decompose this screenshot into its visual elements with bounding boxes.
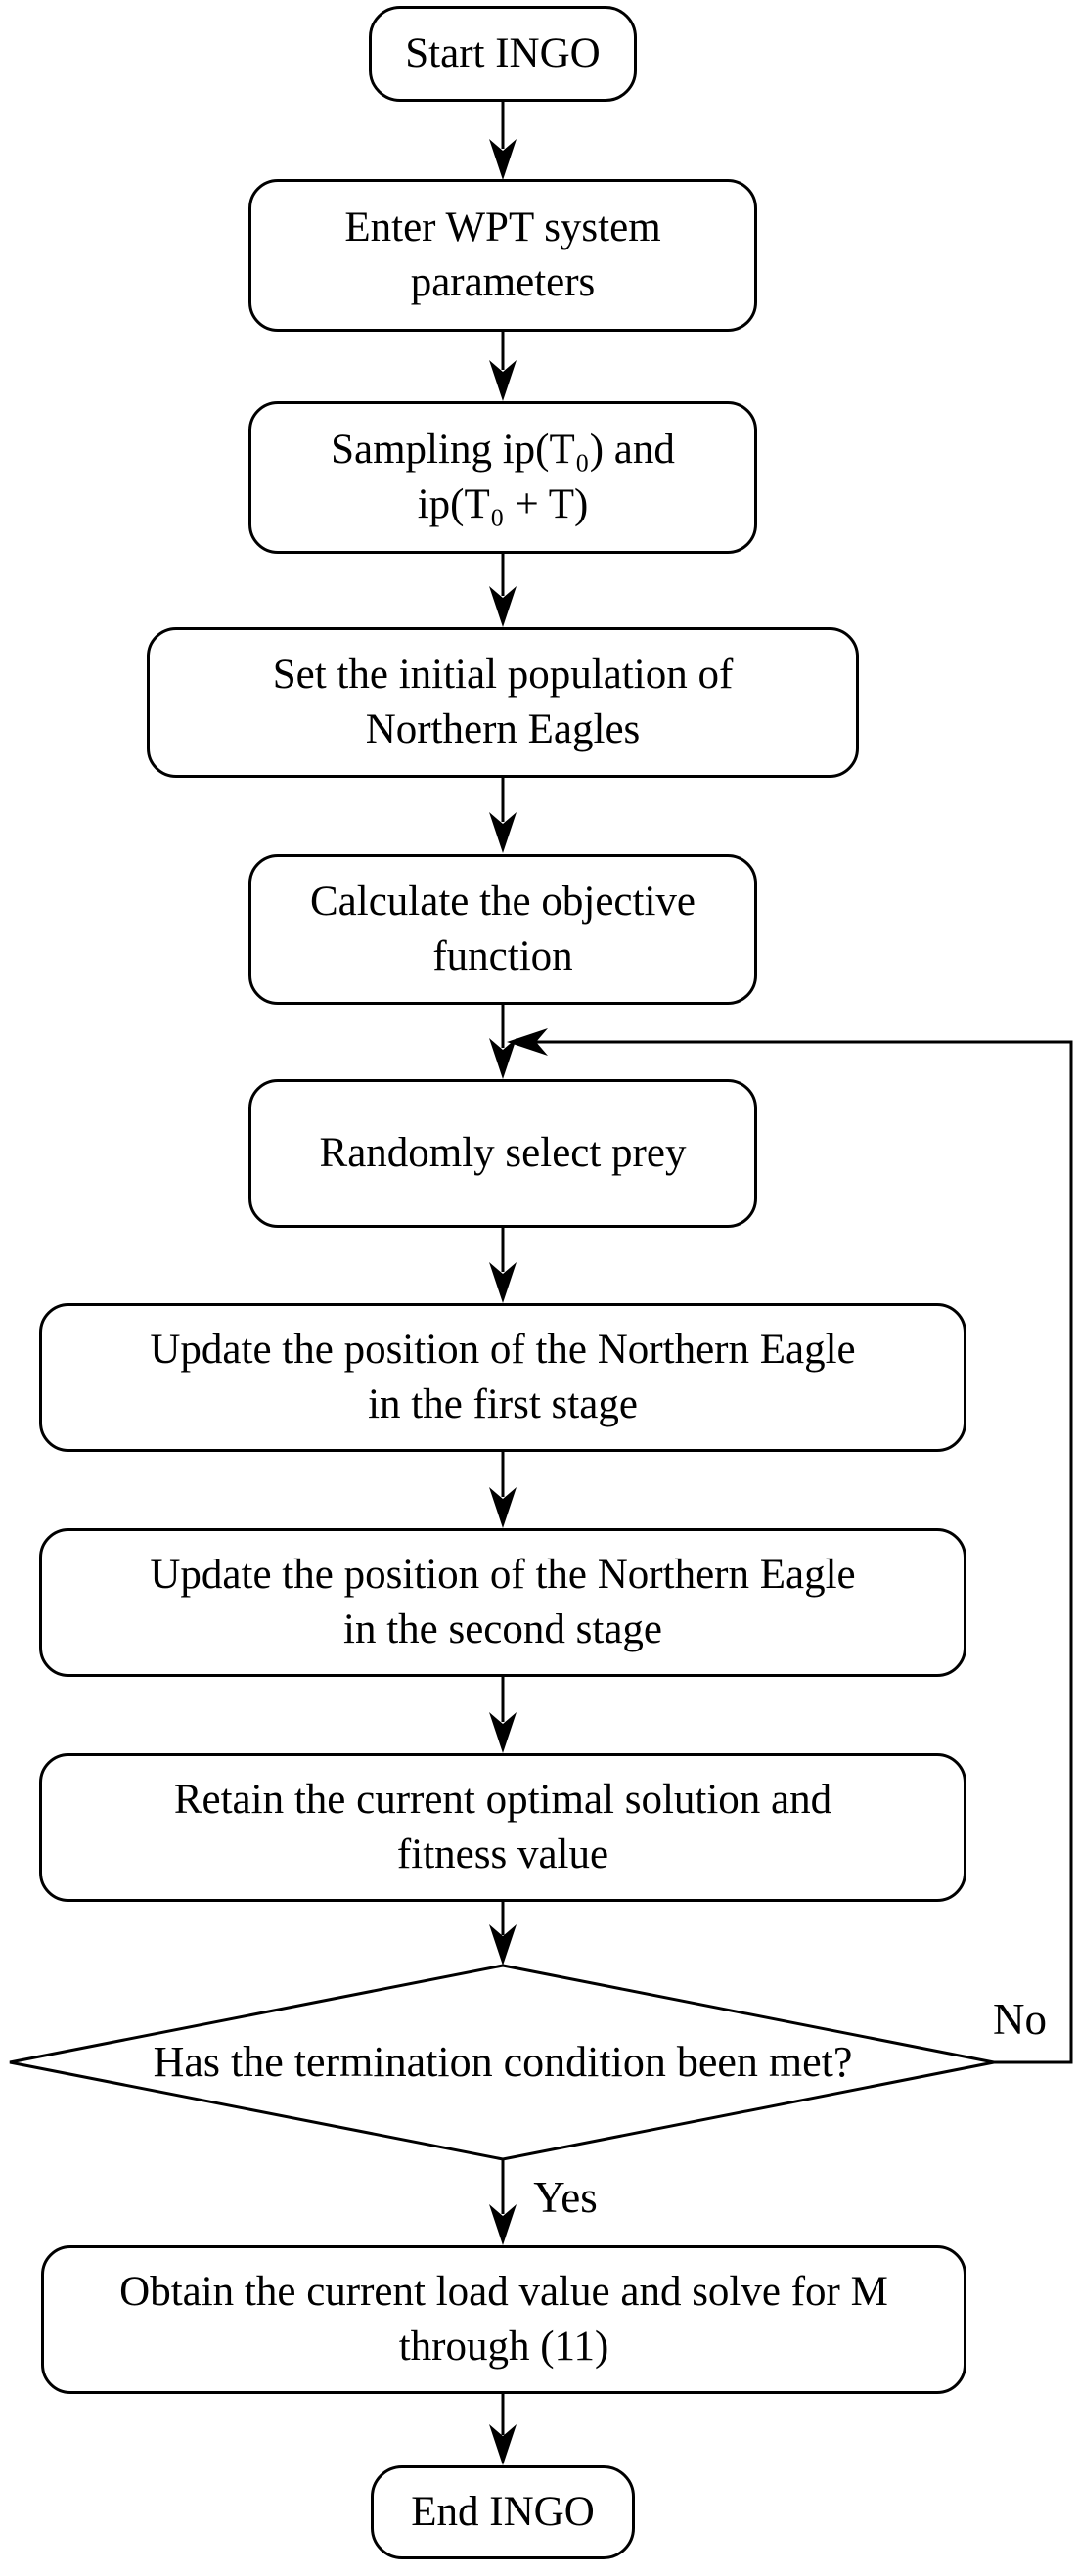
arrow-retain-to-decision <box>489 1902 517 1966</box>
arrow-objective-to-selectprey <box>489 1005 517 1079</box>
node-update-second-stage-label: Update the position of the Northern Eagl… <box>150 1552 856 1652</box>
arrow-selectprey-to-updatefirst <box>489 1228 517 1303</box>
edge-label-yes: Yes <box>533 2173 598 2222</box>
node-select-prey-label: Randomly select prey <box>319 1130 687 1177</box>
node-obtain-load: Obtain the current load value and solve … <box>41 2245 966 2394</box>
arrow-sampling-to-initpop <box>489 554 517 627</box>
arrow-enter-to-sampling <box>489 332 517 401</box>
arrow-updatefirst-to-updatesecond <box>489 1452 517 1528</box>
arrow-updatesecond-to-retain <box>489 1677 517 1753</box>
node-enter-wpt-params: Enter WPT system parameters <box>248 179 757 332</box>
arrow-obtain-to-end <box>489 2394 517 2465</box>
arrow-start-to-enter <box>489 102 517 180</box>
node-update-second-stage: Update the position of the Northern Eagl… <box>39 1528 966 1677</box>
node-sampling: Sampling ip(T₀) and ip(T₀ + T) <box>248 401 757 554</box>
node-calc-objective: Calculate the objective function <box>248 854 757 1005</box>
node-termination-decision-label: Has the termination condition been met? <box>153 2038 853 2086</box>
node-sampling-label: Sampling ip(T₀) and ip(T₀ + T) <box>331 427 675 527</box>
node-enter-wpt-params-label: Enter WPT system parameters <box>344 204 661 305</box>
no-loop-connector <box>507 1028 1073 2064</box>
arrow-initpop-to-objective <box>489 778 517 853</box>
node-select-prey: Randomly select prey <box>248 1079 757 1228</box>
node-update-first-stage-label: Update the position of the Northern Eagl… <box>150 1327 856 1427</box>
node-start-ingo: Start INGO <box>369 6 637 102</box>
node-init-population: Set the initial population of Northern E… <box>147 627 859 778</box>
arrow-yes-to-obtain <box>489 2159 517 2245</box>
node-retain-optimal: Retain the current optimal solution and … <box>39 1753 966 1902</box>
node-retain-optimal-label: Retain the current optimal solution and … <box>173 1777 832 1877</box>
edge-label-no: No <box>993 1995 1047 2044</box>
node-update-first-stage: Update the position of the Northern Eagl… <box>39 1303 966 1452</box>
node-init-population-label: Set the initial population of Northern E… <box>272 652 734 752</box>
node-start-ingo-label: Start INGO <box>405 30 601 77</box>
node-end-ingo: End INGO <box>371 2465 635 2559</box>
node-calc-objective-label: Calculate the objective function <box>310 879 696 979</box>
node-end-ingo-label: End INGO <box>411 2489 595 2536</box>
node-obtain-load-label: Obtain the current load value and solve … <box>119 2269 888 2370</box>
